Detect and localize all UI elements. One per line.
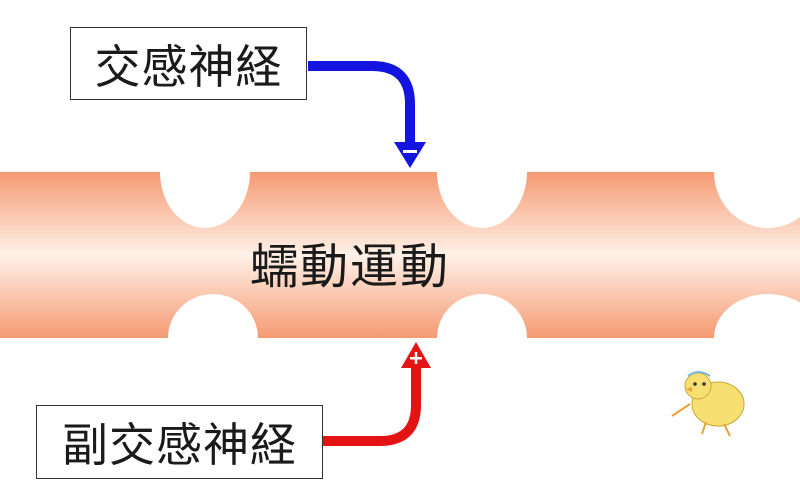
- constriction-top: [160, 116, 250, 228]
- parasympathetic-arrow: [323, 342, 431, 446]
- intestine-tube: [0, 116, 800, 382]
- constriction-top: [714, 116, 800, 228]
- sympathetic-nerve-label: 交感神経: [70, 27, 307, 100]
- constriction-bottom: [168, 294, 258, 382]
- constriction-top: [437, 116, 527, 228]
- constriction-bottom: [714, 294, 800, 382]
- parasympathetic-nerve-label: 副交感神経: [36, 405, 323, 479]
- sympathetic-arrow: [308, 61, 426, 168]
- chick-icon: [671, 371, 745, 437]
- peristalsis-label: 蠕動運動: [249, 239, 450, 295]
- constriction-bottom: [437, 294, 527, 382]
